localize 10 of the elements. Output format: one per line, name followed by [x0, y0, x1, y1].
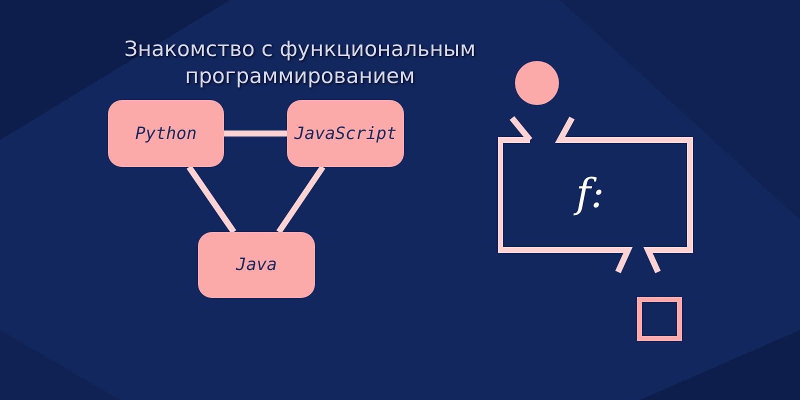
connector-line	[276, 165, 326, 234]
language-box: Python	[108, 100, 224, 167]
language-box: JavaScript	[287, 100, 404, 167]
connector-line	[224, 130, 287, 136]
function-label: f:	[576, 172, 604, 216]
input-circle	[515, 61, 559, 105]
language-box: Java	[198, 232, 315, 298]
output-square	[637, 297, 682, 341]
title: Знакомство с функциональным программированием	[123, 36, 477, 90]
connector-line	[186, 165, 236, 234]
